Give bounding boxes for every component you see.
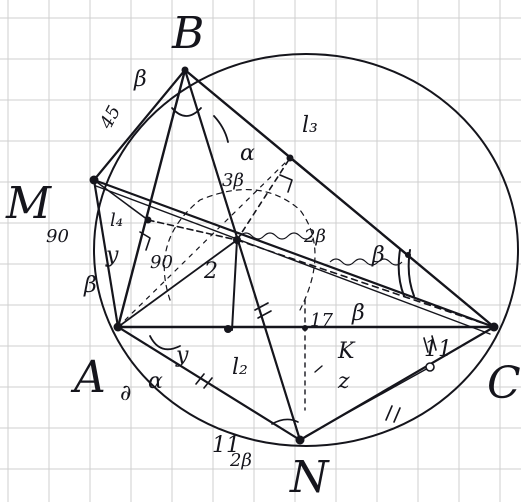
point-l3	[286, 154, 294, 162]
tick-nc-1	[385, 405, 393, 421]
point-m	[89, 175, 99, 185]
point-l2	[224, 325, 232, 333]
segment-ah	[117, 239, 238, 328]
label-90-left: 90	[46, 226, 69, 247]
nc-parallel	[305, 366, 431, 437]
label-beta-mid: β	[351, 301, 365, 326]
label-b: B	[171, 8, 204, 59]
label-2beta-mid: 2β	[303, 226, 326, 247]
label-beta-m: β	[83, 273, 97, 298]
right-angle-mark-1	[279, 174, 293, 193]
label-l2: l₂	[232, 355, 248, 380]
segment-an	[116, 325, 302, 442]
side-ab	[116, 68, 187, 329]
segment-mc	[92, 178, 496, 329]
label-n: N	[289, 452, 330, 502]
label-m: M	[5, 178, 52, 229]
angle-arc-n	[271, 418, 299, 425]
circumcircle	[93, 53, 519, 447]
label-alpha-bottom: α	[148, 369, 163, 394]
tick-an-1	[195, 373, 205, 385]
angle-arc-a	[149, 335, 181, 351]
label-d: ∂	[120, 381, 131, 406]
segment-l3-c	[289, 157, 409, 256]
angle-arc-c1	[397, 249, 405, 297]
segment-l4-h	[147, 219, 238, 241]
segment-bn	[183, 68, 302, 442]
segment-mc-double	[95, 185, 491, 335]
label-y: y	[105, 243, 119, 268]
point-n	[295, 435, 305, 445]
label-k: K	[337, 339, 356, 364]
tick-bn-1	[254, 302, 269, 311]
point-a	[113, 322, 123, 332]
segment-ma	[92, 178, 120, 329]
label-beta-bc: β	[371, 243, 385, 268]
hatch-scribble	[239, 232, 403, 266]
label-2: 2	[203, 259, 218, 284]
tick-nc-2	[393, 407, 401, 423]
segment-a-l3	[117, 157, 291, 328]
label-l3: l₃	[302, 113, 318, 138]
point-h	[233, 236, 241, 244]
segment-to-l3	[236, 157, 291, 241]
point-mid-ac	[302, 325, 308, 331]
tick-bn-2	[257, 310, 272, 319]
label-l4: l₄	[110, 210, 123, 231]
segment-m-l4	[93, 179, 149, 221]
label-90: 90	[150, 252, 173, 273]
altitude-from-h	[231, 239, 238, 331]
point-bc-foot	[405, 252, 411, 258]
point-b	[181, 66, 189, 74]
angle-arc-b	[171, 107, 202, 117]
label-beta-b: β	[133, 67, 147, 92]
point-c	[489, 322, 499, 332]
label-11-n: 11	[212, 433, 240, 458]
label-c: C	[487, 358, 521, 409]
label-z: z	[337, 369, 350, 394]
tick-mid	[314, 365, 323, 373]
label-45: 45	[95, 102, 125, 133]
label-3beta: 3β	[222, 170, 244, 191]
angle-arc-b2	[213, 115, 229, 143]
segment-hc	[236, 239, 495, 328]
label-alpha-top: α	[240, 141, 255, 166]
segment-bm	[92, 68, 187, 182]
label-17: 17	[310, 310, 333, 331]
point-nc-hollow	[425, 362, 435, 372]
point-l4	[144, 216, 152, 224]
tick-c-1	[423, 337, 429, 353]
tick-c-2	[431, 335, 437, 351]
tick-an-2	[203, 377, 213, 389]
label-11-c: 11	[424, 337, 452, 362]
label-2beta-bottom: 2β	[229, 450, 252, 471]
right-angle-mark-2	[139, 231, 151, 251]
label-y-bottom: y	[175, 343, 189, 368]
label-a: A	[70, 352, 106, 403]
